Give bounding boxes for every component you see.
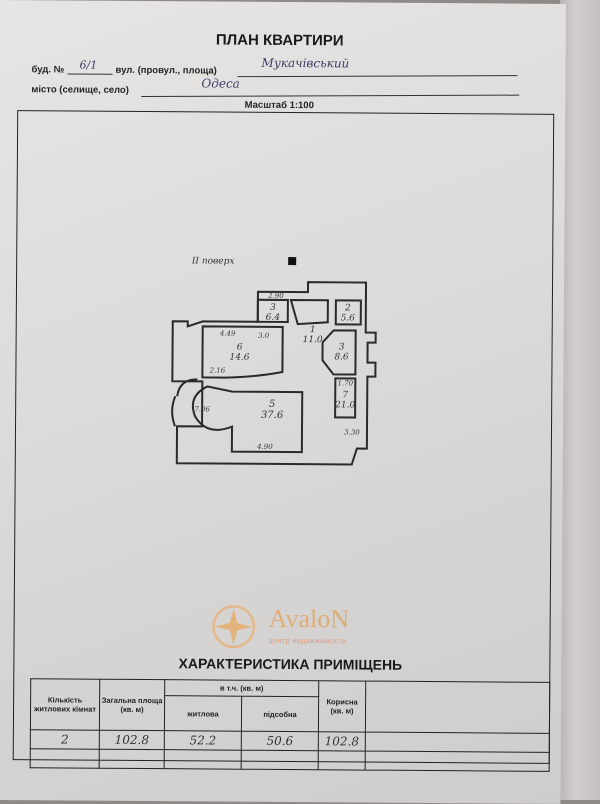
value-living: 52.2 bbox=[164, 730, 242, 751]
dim-label: 7.06 bbox=[194, 405, 210, 413]
dim-label: 3.30 bbox=[344, 428, 360, 436]
header-auxiliary: підсобна bbox=[241, 696, 319, 732]
empty-cell bbox=[99, 749, 165, 769]
empty-cell bbox=[318, 750, 366, 771]
document-page: ПЛАН КВАРТИРИ буд. № 6/1 вул. (провул., … bbox=[0, 0, 566, 804]
room-3-wall bbox=[256, 298, 289, 324]
dim-label: 2.16 bbox=[209, 366, 226, 374]
room-7-wall bbox=[334, 377, 357, 419]
room-6-number: 6 bbox=[237, 343, 243, 353]
room-6-area: 14.6 bbox=[229, 353, 249, 363]
dim-label: 2.90 bbox=[267, 292, 284, 300]
rooms-characteristics-table: Кількість житлових кімнат Загальна площа… bbox=[30, 678, 551, 772]
room-3b-wall bbox=[321, 329, 357, 376]
background-surface bbox=[560, 0, 600, 800]
empty-cell bbox=[164, 749, 242, 770]
header-living: житлова bbox=[164, 695, 242, 732]
room-1-wall bbox=[289, 299, 329, 326]
dim-label: 3.0 bbox=[258, 332, 270, 340]
city-underline bbox=[141, 94, 520, 97]
watermark-subtitle: центр недвижимости bbox=[268, 635, 347, 646]
avalon-watermark: AvaloN центр недвижимости bbox=[210, 603, 390, 650]
street-value: Мукачівський bbox=[261, 55, 350, 71]
header-rooms-count: Кількість житлових кімнат bbox=[30, 678, 100, 731]
empty-cell bbox=[365, 732, 550, 753]
street-label: вул. (провул., площа) bbox=[115, 64, 217, 77]
room-3b-area: 8.6 bbox=[334, 352, 349, 362]
room-5-wall bbox=[191, 385, 304, 454]
floor-plan: II поверх 1 11.0 2 5.6 3 6.4 3 8.6 5 37.… bbox=[171, 256, 377, 466]
room-6-wall bbox=[201, 325, 284, 379]
room-1-number: 1 bbox=[310, 325, 316, 335]
room-7-area: 21.0 bbox=[334, 400, 355, 410]
room-3-number: 3 bbox=[270, 303, 276, 313]
dim-label: 4.49 bbox=[219, 330, 236, 338]
room-5-number: 5 bbox=[269, 399, 275, 410]
value-useful-area: 102.8 bbox=[318, 731, 366, 752]
city-value: Одеса bbox=[201, 76, 240, 91]
room-7-number: 7 bbox=[342, 390, 348, 400]
value-auxiliary: 50.6 bbox=[241, 731, 319, 751]
watermark-name: AvaloN bbox=[268, 603, 350, 634]
header-including: в т.ч. (кв. м) bbox=[164, 679, 319, 698]
city-label: місто (селище, село) bbox=[31, 84, 129, 96]
compass-logo-icon bbox=[212, 605, 256, 649]
room-2-wall bbox=[334, 299, 362, 326]
room-1-area: 11.0 bbox=[303, 335, 323, 345]
room-5-area: 37.6 bbox=[261, 410, 284, 421]
floor-label: II поверх bbox=[191, 256, 235, 266]
empty-cell bbox=[365, 751, 550, 772]
building-value: 6/1 bbox=[79, 58, 98, 72]
value-total-area: 102.8 bbox=[99, 730, 165, 750]
room-2-area: 5.6 bbox=[341, 313, 356, 323]
building-label: буд. № bbox=[31, 64, 65, 76]
outer-wall bbox=[171, 281, 377, 466]
room-3-area: 6.4 bbox=[266, 313, 281, 323]
header-total-area: Загальна площа (кв. м) bbox=[99, 679, 165, 731]
value-rooms-count: 2 bbox=[30, 729, 100, 750]
mark-square bbox=[288, 257, 297, 266]
room-2-number: 2 bbox=[344, 303, 351, 313]
empty-cell bbox=[241, 750, 319, 770]
header-useful-area: Корисна (кв. м) bbox=[318, 680, 366, 733]
document-title: ПЛАН КВАРТИРИ bbox=[215, 31, 344, 50]
building-underline bbox=[67, 73, 113, 75]
empty-cell bbox=[30, 748, 100, 769]
bay-window bbox=[171, 378, 198, 427]
empty-cell bbox=[365, 681, 550, 734]
street-underline bbox=[237, 75, 518, 78]
room-3b-number: 3 bbox=[339, 342, 345, 352]
dim-label: 4.90 bbox=[256, 443, 273, 451]
dim-label: 1.70 bbox=[338, 379, 354, 387]
